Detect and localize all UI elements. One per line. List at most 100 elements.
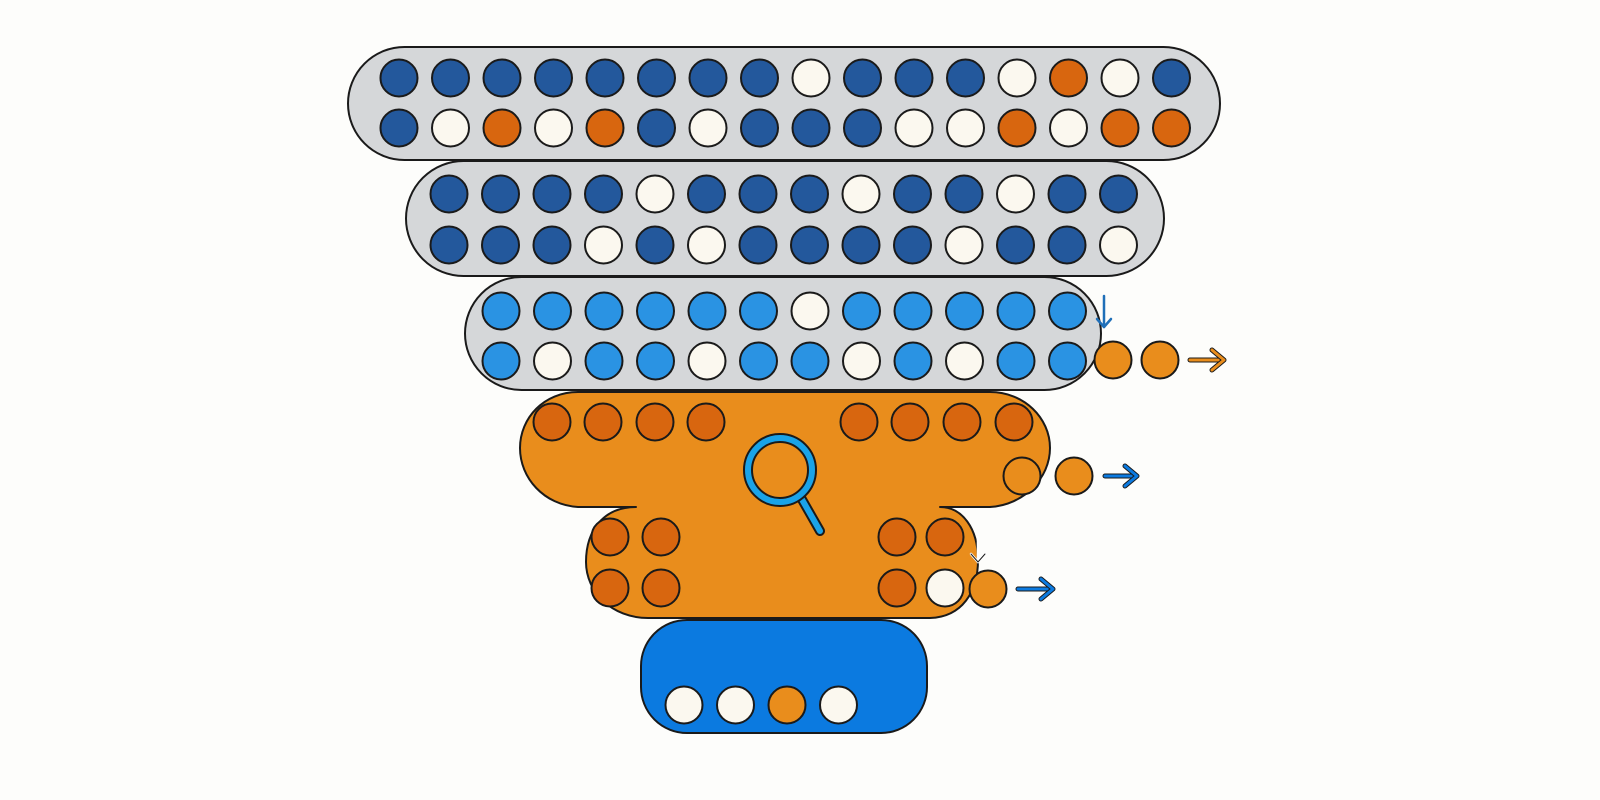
- tier-3-dot-r1-c1: [481, 291, 521, 331]
- tier-2-dot-r1-c9: [841, 174, 881, 214]
- tier-4-upper-dot-c7: [942, 402, 982, 442]
- tier-2-dot-r1-c4: [584, 174, 623, 214]
- tier-4-lower-dot-r2-c4: [925, 568, 965, 608]
- tier-1-dot-r2-c3: [482, 108, 522, 148]
- tier-1-dot-r2-c14: [1049, 108, 1088, 148]
- tier-1-dot-r2-c9: [791, 108, 831, 148]
- tier-1-dot-r2-c8: [740, 108, 779, 148]
- tier-3-dot-r2-c9: [893, 341, 933, 381]
- tier-3-dot-r1-c11: [996, 291, 1036, 331]
- tier-1-dot-r2-c1: [379, 108, 419, 148]
- tier-1-dot-r1-c7: [688, 58, 728, 98]
- tier-3-dot-r2-c6: [739, 341, 778, 381]
- tier-1-dot-r2-c10: [843, 108, 882, 148]
- tier-3-dot-r2-c1: [481, 341, 521, 381]
- exit-tier-4-lower-arrowhead-icon: [1039, 577, 1055, 601]
- exit-tier-4-upper-dot-2: [1054, 456, 1094, 496]
- tier-1-dot-r1-c6: [637, 58, 676, 98]
- tier-1-dot-r1-c10: [843, 58, 882, 98]
- magnifier-lens: [745, 435, 815, 505]
- tier-2-dot-r2-c6: [687, 225, 726, 265]
- exit-tier-3-arrowhead-icon: [1210, 348, 1226, 372]
- tier-3-dot-r2-c4: [636, 341, 675, 381]
- tier-4-lower-dot-r1-c2: [641, 517, 681, 557]
- tier-1-dot-r2-c6: [637, 108, 676, 148]
- tier-2-dot-r2-c5: [635, 225, 675, 265]
- tier-1-dot-r2-c2: [431, 108, 470, 148]
- tier-3-dot-r2-c12: [1048, 341, 1087, 381]
- tier-1-dot-r2-c16: [1152, 108, 1191, 148]
- tier-3-dot-r2-c2: [533, 341, 572, 381]
- tier-5-dot-r1-c2: [716, 685, 755, 725]
- tier-2-dot-r1-c8: [790, 174, 829, 214]
- tier-3-dot-r1-c2: [533, 291, 572, 331]
- tier-1-dot-r1-c11: [894, 58, 934, 98]
- tier-3-dot-r1-c9: [893, 291, 933, 331]
- tier-3-dot-r2-c10: [945, 341, 984, 381]
- tier-2-dot-r1-c13: [1047, 174, 1087, 214]
- exit-tier-4-upper-dot-1: [1002, 456, 1042, 496]
- tier-4-lower-dot-r2-c1: [590, 568, 630, 608]
- tier-2-dot-r2-c3: [532, 225, 572, 265]
- tier-3-dot-r1-c8: [842, 291, 881, 331]
- tier-1-dot-r2-c11: [894, 108, 934, 148]
- tier-2-dot-r2-c9: [841, 225, 881, 265]
- exit-tier-4-lower-dot-1: [968, 569, 1008, 609]
- tier-5-dot-r1-c3: [767, 685, 807, 725]
- tier-2-dot-r1-c5: [635, 174, 675, 214]
- tier-2-dot-r2-c4: [584, 225, 623, 265]
- tier-1-dot-r2-c7: [688, 108, 728, 148]
- tier-4-upper-dot-c3: [635, 402, 675, 442]
- exit-tier-3-dot-1: [1093, 340, 1133, 380]
- magnifier-icon: [743, 433, 825, 536]
- tier-4-lower-dot-r1-c3: [877, 517, 917, 557]
- down-arrow-small-outline: [970, 553, 986, 563]
- tier-3-dot-r2-c7: [790, 341, 830, 381]
- tier-1-dot-r1-c4: [534, 58, 573, 98]
- tier-5-dot-r1-c1: [664, 685, 704, 725]
- tier-1-dot-r2-c15: [1100, 108, 1140, 148]
- tier-4-upper-dot-c5: [839, 402, 879, 442]
- tier-2-dot-r2-c11: [944, 225, 984, 265]
- tier-2-dot-r1-c14: [1099, 174, 1138, 214]
- tier-1-dot-r1-c8: [740, 58, 779, 98]
- tier-4-lower-dot-r1-c1: [590, 517, 630, 557]
- tier-2-dot-r1-c10: [893, 174, 932, 214]
- tier-2-dot-r1-c3: [532, 174, 572, 214]
- tier-1-dot-r1-c16: [1152, 58, 1191, 98]
- tier-4-lower-dot-r1-c4: [925, 517, 965, 557]
- tier-2-band: [405, 160, 1165, 277]
- tier-1-dot-r1-c5: [585, 58, 625, 98]
- exit-tier-3-dot-2: [1140, 340, 1180, 380]
- tier-3-dot-r1-c7: [790, 291, 830, 331]
- tier-5-dot-r1-c4: [819, 685, 858, 725]
- tier-2-dot-r2-c10: [893, 225, 932, 265]
- tier-2-dot-r2-c8: [790, 225, 829, 265]
- tier-2-dot-r1-c12: [996, 174, 1035, 214]
- tier-3-dot-r1-c5: [687, 291, 727, 331]
- tier-4-upper-dot-c2: [583, 402, 623, 442]
- tier-3-band: [464, 276, 1102, 391]
- tier-1-dot-r2-c5: [585, 108, 625, 148]
- tier-1-dot-r2-c4: [534, 108, 573, 148]
- tier-3-dot-r2-c5: [687, 341, 727, 381]
- tier-4-lower-dot-r2-c2: [641, 568, 681, 608]
- tier-1-dot-r1-c9: [791, 58, 831, 98]
- exit-tier-4-upper-arrowhead-icon: [1123, 464, 1139, 488]
- tier-3-dot-r1-c3: [584, 291, 624, 331]
- tier-2-dot-r2-c12: [996, 225, 1035, 265]
- tier-2-dot-r2-c7: [738, 225, 778, 265]
- tier-2-dot-r1-c7: [738, 174, 778, 214]
- tier-1-dot-r1-c14: [1049, 58, 1088, 98]
- tier-1-dot-r1-c15: [1100, 58, 1140, 98]
- tier-3-dot-r1-c12: [1048, 291, 1087, 331]
- tier-1-dot-r1-c12: [946, 58, 985, 98]
- tier-1-dot-r1-c13: [997, 58, 1037, 98]
- tier-1-dot-r1-c1: [379, 58, 419, 98]
- tier-3-dot-r2-c11: [996, 341, 1036, 381]
- tier-4-upper-dot-c4: [686, 402, 726, 442]
- tier-1-dot-r2-c13: [997, 108, 1037, 148]
- tier-1-band: [347, 46, 1221, 161]
- tier-4-lower-dot-r2-c3: [877, 568, 917, 608]
